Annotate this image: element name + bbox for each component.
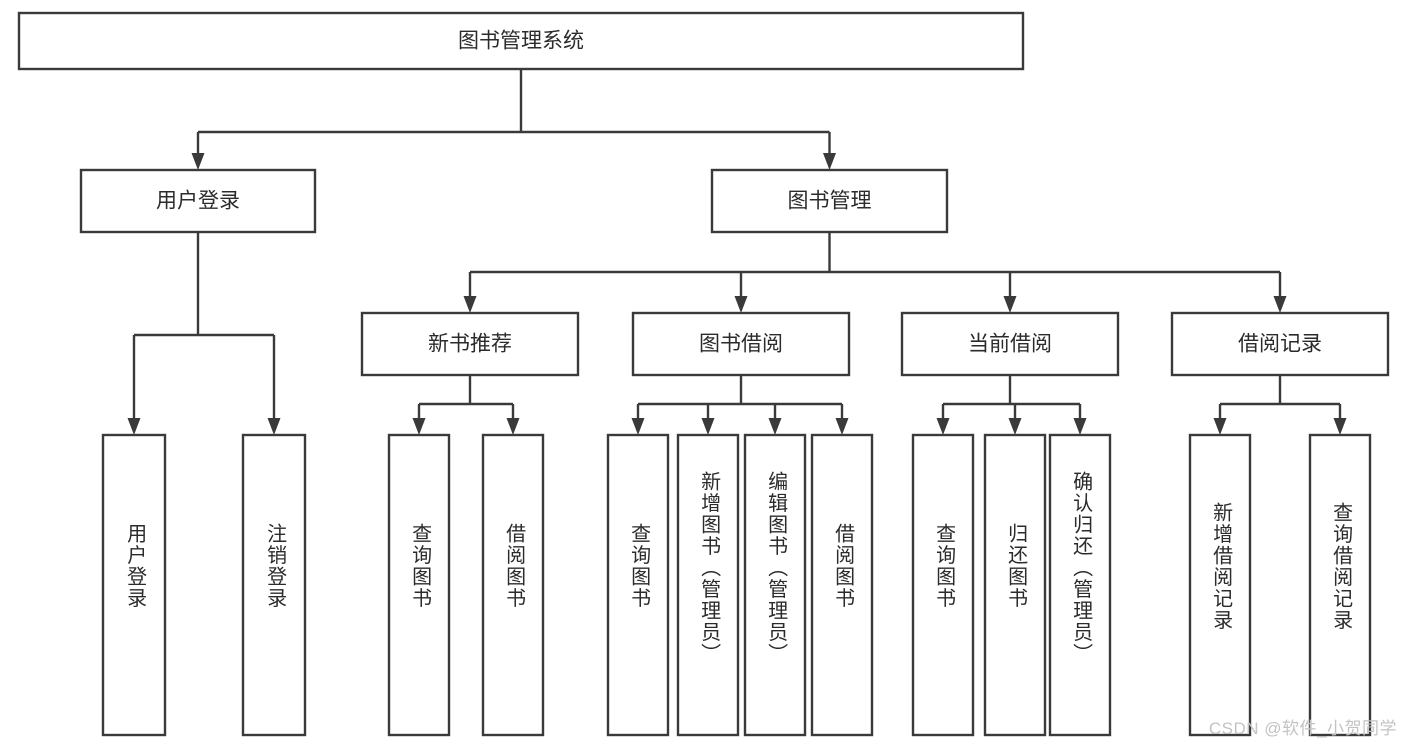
connector-layer [127, 69, 1347, 435]
arrow-head-icon [823, 153, 836, 170]
node-leaf-c-query[interactable] [911, 433, 975, 737]
node-label-newbook: 新书推荐 [428, 333, 512, 356]
arrow-head-icon [631, 418, 645, 435]
node-label-records: 借阅记录 [1238, 333, 1322, 356]
node-records[interactable] [1170, 311, 1390, 377]
node-leaf-r-query[interactable] [1308, 433, 1372, 737]
arrow-head-icon [463, 296, 477, 313]
node-leaf-r-add[interactable] [1188, 433, 1252, 737]
node-bookmgmt[interactable] [710, 168, 949, 234]
arrow-head-icon [1008, 418, 1022, 435]
arrow-head-icon [191, 153, 205, 170]
node-newbook[interactable] [360, 311, 580, 377]
watermark-text: CSDN @软件_小贺同学 [1208, 719, 1397, 738]
node-label-bookmgmt: 图书管理 [788, 190, 872, 213]
node-leaf-c-return[interactable] [983, 433, 1047, 737]
node-label-current: 当前借阅 [968, 333, 1052, 356]
node-label-root: 图书管理系统 [458, 30, 584, 53]
node-box-layer [17, 11, 1390, 737]
node-label-borrow: 图书借阅 [699, 333, 783, 356]
arrow-head-icon [835, 418, 849, 435]
arrow-head-icon [1213, 418, 1227, 435]
node-leaf-c-confirm[interactable] [1048, 433, 1112, 737]
arrow-head-icon [1073, 418, 1087, 435]
arrow-head-icon [734, 296, 748, 313]
node-borrow[interactable] [631, 311, 851, 377]
arrow-head-icon [127, 418, 141, 435]
node-leaf-new-borrow[interactable] [481, 433, 545, 737]
node-login[interactable] [79, 168, 317, 234]
arrow-head-icon [412, 418, 426, 435]
node-leaf-b-borrow[interactable] [810, 433, 874, 737]
node-root[interactable] [17, 11, 1025, 71]
node-leaf-b-query[interactable] [606, 433, 670, 737]
arrow-head-icon [506, 418, 520, 435]
arrow-head-icon [1003, 296, 1017, 313]
node-leaf-user-login[interactable] [101, 433, 167, 737]
arrow-head-icon [267, 418, 281, 435]
arrow-head-icon [1273, 296, 1287, 313]
node-label-login: 用户登录 [156, 190, 240, 213]
node-leaf-b-add[interactable] [676, 433, 740, 737]
arrow-head-icon [768, 418, 782, 435]
arrow-head-icon [701, 418, 715, 435]
arrow-head-icon [936, 418, 950, 435]
node-current[interactable] [900, 311, 1120, 377]
arrow-head-icon [1333, 418, 1347, 435]
node-leaf-new-query[interactable] [387, 433, 451, 737]
node-leaf-logout[interactable] [241, 433, 307, 737]
node-leaf-b-edit[interactable] [743, 433, 807, 737]
